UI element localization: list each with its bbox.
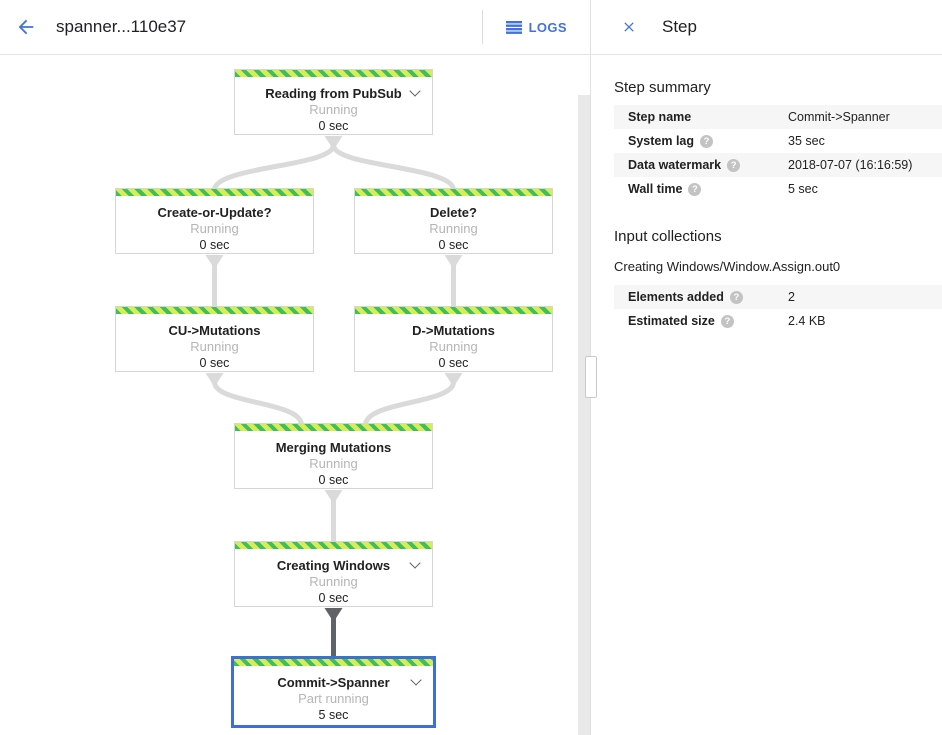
node-title: Merging Mutations: [275, 440, 392, 455]
table-row: Elements added?2: [614, 285, 942, 309]
node-title: Creating Windows: [276, 558, 391, 573]
node-title: D->Mutations: [412, 323, 495, 338]
row-label: Wall time?: [628, 182, 788, 196]
node-duration: 0 sec: [438, 238, 469, 252]
running-progress-stripe: [235, 542, 432, 549]
running-progress-stripe: [116, 189, 313, 196]
panel-resize-handle[interactable]: [585, 356, 597, 398]
top-bar: spanner...110e37 LOGS: [0, 0, 590, 55]
help-icon[interactable]: ?: [720, 314, 734, 328]
help-icon[interactable]: ?: [729, 290, 743, 304]
back-arrow-icon: [18, 19, 34, 35]
running-progress-stripe: [116, 307, 313, 314]
collection-name: Creating Windows/Window.Assign.out0: [614, 259, 841, 274]
node-duration: 5 sec: [318, 708, 349, 722]
table-row: Data watermark?2018-07-07 (16:16:59): [614, 153, 942, 177]
row-label: Data watermark?: [628, 158, 788, 172]
node-status: Running: [309, 102, 358, 117]
logs-button[interactable]: LOGS: [500, 19, 573, 36]
step-details-panel: Step Step summary Step name Commit->Spann…: [590, 0, 942, 735]
table-row: System lag?35 sec: [614, 129, 942, 153]
logs-list-icon: [505, 20, 522, 34]
graph-node-delete[interactable]: Delete?Running 0 sec: [354, 188, 553, 254]
node-status: Running: [429, 221, 478, 236]
row-value: 2: [788, 290, 795, 304]
help-icon[interactable]: ?: [727, 158, 741, 172]
panel-title: Step: [662, 17, 697, 36]
running-progress-stripe: [355, 189, 552, 196]
node-duration: 0 sec: [318, 591, 349, 605]
running-progress-stripe: [235, 70, 432, 77]
node-duration: 0 sec: [318, 473, 349, 487]
row-value: Commit->Spanner: [788, 110, 890, 124]
node-status: Running: [190, 339, 239, 354]
graph-node-create[interactable]: Create-or-Update?Running 0 sec: [115, 188, 314, 254]
row-value: 5 sec: [788, 182, 818, 196]
row-value: 2.4 KB: [788, 314, 826, 328]
row-value: 2018-07-07 (16:16:59): [788, 158, 913, 172]
input-collections-heading: Input collections: [614, 228, 722, 245]
node-duration: 0 sec: [199, 356, 230, 370]
back-button[interactable]: [14, 15, 38, 39]
running-progress-stripe: [355, 307, 552, 314]
table-row: Wall time?5 sec: [614, 177, 942, 201]
node-title: Commit->Spanner: [277, 675, 390, 690]
graph-edges: [205, 136, 463, 661]
node-title: Create-or-Update?: [157, 205, 272, 220]
node-title: Delete?: [430, 205, 477, 220]
table-row: Step name Commit->Spanner: [614, 105, 942, 129]
row-label: Elements added?: [628, 290, 788, 304]
node-title: Reading from PubSub: [265, 86, 402, 101]
help-icon[interactable]: ?: [700, 134, 714, 148]
node-status: Running: [429, 339, 478, 354]
node-duration: 0 sec: [438, 356, 469, 370]
running-progress-stripe: [235, 424, 432, 431]
node-status: Running: [309, 456, 358, 471]
running-progress-stripe: [234, 659, 433, 666]
step-panel-header: Step: [591, 0, 942, 55]
node-title: CU->Mutations: [168, 323, 261, 338]
row-label: System lag?: [628, 134, 788, 148]
step-summary-heading: Step summary: [614, 79, 711, 96]
row-value: 35 sec: [788, 134, 825, 148]
node-status: Running: [309, 574, 358, 589]
row-label: Estimated size?: [628, 314, 788, 328]
table-row: Estimated size?2.4 KB: [614, 309, 942, 333]
node-status: Part running: [298, 691, 369, 706]
close-icon: [624, 22, 634, 32]
row-label: Step name: [628, 110, 692, 124]
help-icon[interactable]: ?: [688, 182, 702, 196]
job-title: spanner...110e37: [56, 17, 187, 36]
vertical-scrollbar[interactable]: [578, 95, 590, 735]
close-panel-button[interactable]: [618, 16, 640, 38]
node-duration: 0 sec: [318, 119, 349, 133]
node-status: Running: [190, 221, 239, 236]
logs-button-label: LOGS: [528, 19, 567, 35]
node-duration: 0 sec: [199, 238, 230, 252]
header-divider: [481, 10, 483, 44]
